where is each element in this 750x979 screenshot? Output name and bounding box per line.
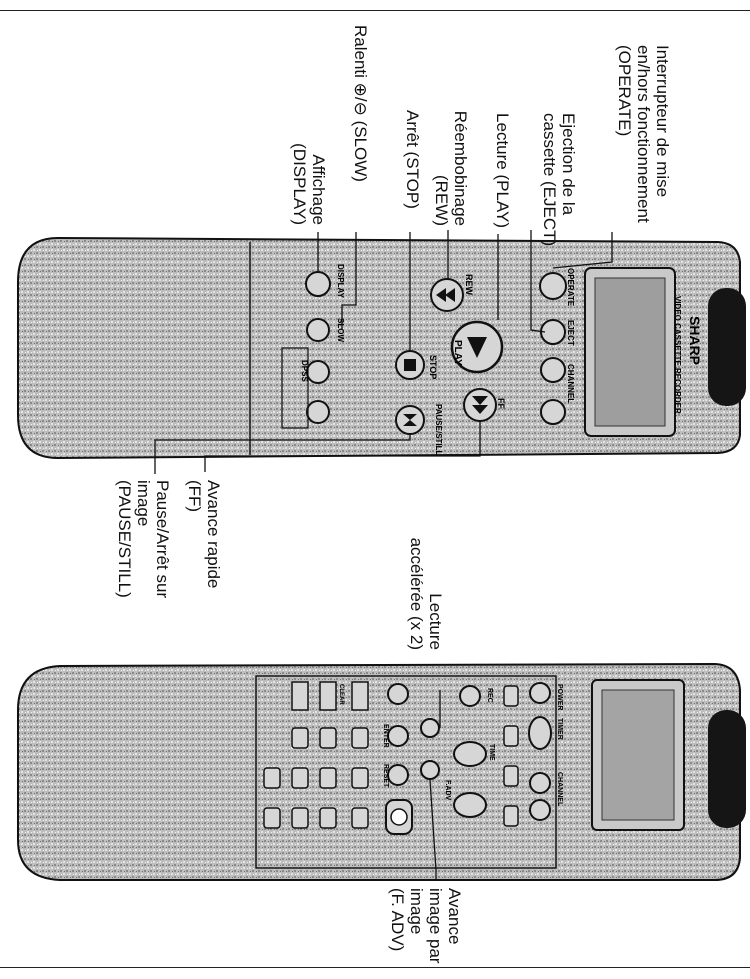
slow-minus-button[interactable] <box>307 319 329 341</box>
timer-label: TIMER <box>556 718 563 740</box>
enter-label: ENTER <box>382 724 389 748</box>
key-clear[interactable] <box>320 682 336 710</box>
key-7[interactable] <box>292 808 308 828</box>
product-name: VIDEO CASSETTE RECORDER <box>673 296 682 414</box>
power-label: POWER <box>556 684 563 710</box>
button-b5[interactable] <box>454 793 486 817</box>
stop-icon <box>404 359 416 371</box>
ir-window <box>708 288 746 406</box>
rec-button[interactable] <box>460 686 480 706</box>
callout-play: Lecture (PLAY) <box>493 68 512 228</box>
key-9[interactable] <box>292 728 308 748</box>
channel-down-button[interactable] <box>541 358 565 382</box>
channel-up-button[interactable] <box>541 400 565 424</box>
remote-top: SHARP VIDEO CASSETTE RECORDER OPERATE EJ… <box>18 238 746 458</box>
fadv-label: F.ADV <box>444 780 451 801</box>
button-b1[interactable] <box>504 686 518 706</box>
key-6[interactable] <box>320 728 336 748</box>
button-b2[interactable] <box>504 726 518 746</box>
callout-eject: Ejection de la cassette (EJECT) <box>540 113 578 273</box>
enter-button[interactable] <box>388 726 408 746</box>
operate-label: OPERATE <box>566 268 575 307</box>
callout-rew: Réembobinage (REW) <box>432 106 470 226</box>
callout-pause: Pause/Arrêt sur image (PAUSE/STILL) <box>115 480 172 660</box>
timer-button[interactable] <box>529 717 551 749</box>
clock-button[interactable] <box>388 684 408 704</box>
key-100[interactable] <box>264 808 280 828</box>
channel-label: CHANNEL <box>566 364 575 403</box>
key-1[interactable] <box>352 808 368 828</box>
reset-button[interactable] <box>388 765 408 785</box>
dpss-button[interactable] <box>307 401 329 423</box>
time-label: TIME <box>488 744 495 761</box>
callout-fast-play: Lecture accélérée (x 2) <box>407 500 445 650</box>
pause-still-label: PAUSE/STILL <box>434 404 443 456</box>
stop-label: STOP <box>428 355 438 379</box>
fast-play-button[interactable] <box>421 719 439 737</box>
display-button[interactable] <box>306 272 330 296</box>
key-4[interactable] <box>320 808 336 828</box>
key-ch[interactable] <box>292 682 308 710</box>
button-b3[interactable] <box>504 766 518 786</box>
power-button[interactable] <box>530 683 550 703</box>
key-5[interactable] <box>320 768 336 788</box>
time-button[interactable] <box>454 742 486 766</box>
ir-window-bottom <box>708 710 746 828</box>
callout-display: Affichage (DISPLAY) <box>290 110 328 225</box>
callout-stop: Arrêt (STOP) <box>403 110 422 250</box>
rec-label: REC <box>486 688 493 703</box>
play-label: PLAY <box>452 340 463 366</box>
reset-label: RESET <box>382 764 389 788</box>
callout-ff: Avance rapide (FF) <box>185 480 223 640</box>
slow-plus-button[interactable] <box>307 361 329 383</box>
ff-label: FF <box>496 398 506 409</box>
clear-label: CLEAR <box>338 684 344 705</box>
callout-operate: Interrupteur de mise en/hors fonctionnem… <box>615 45 672 245</box>
callout-slow: Ralenti ⊕/⊖ (SLOW) <box>351 25 370 235</box>
eject-label: EJECT <box>566 320 575 346</box>
key-sm[interactable] <box>352 682 368 710</box>
channel-down-button-bottom[interactable] <box>530 773 550 793</box>
dpss-label: DPSS <box>300 360 309 382</box>
slow-label: SLOW <box>336 318 345 342</box>
channel-up-button-bottom[interactable] <box>530 800 550 820</box>
key-2[interactable] <box>352 768 368 788</box>
operate-button[interactable] <box>540 273 566 299</box>
button-b4[interactable] <box>504 806 518 826</box>
key-0[interactable] <box>264 768 280 788</box>
callout-fadv: Avance image par image (F. ADV) <box>388 888 464 968</box>
channel-label-bottom: CHANNEL <box>556 772 563 807</box>
brand-logo: SHARP <box>687 316 703 365</box>
rew-label: REW <box>464 274 474 296</box>
display-label: DISPLAY <box>336 264 345 299</box>
remote-bottom: POWER TIMER CHANNEL REC TIME F.ADV ENTER… <box>18 664 746 880</box>
key-3[interactable] <box>352 728 368 748</box>
key-8[interactable] <box>292 768 308 788</box>
fadv-button[interactable] <box>421 761 439 779</box>
